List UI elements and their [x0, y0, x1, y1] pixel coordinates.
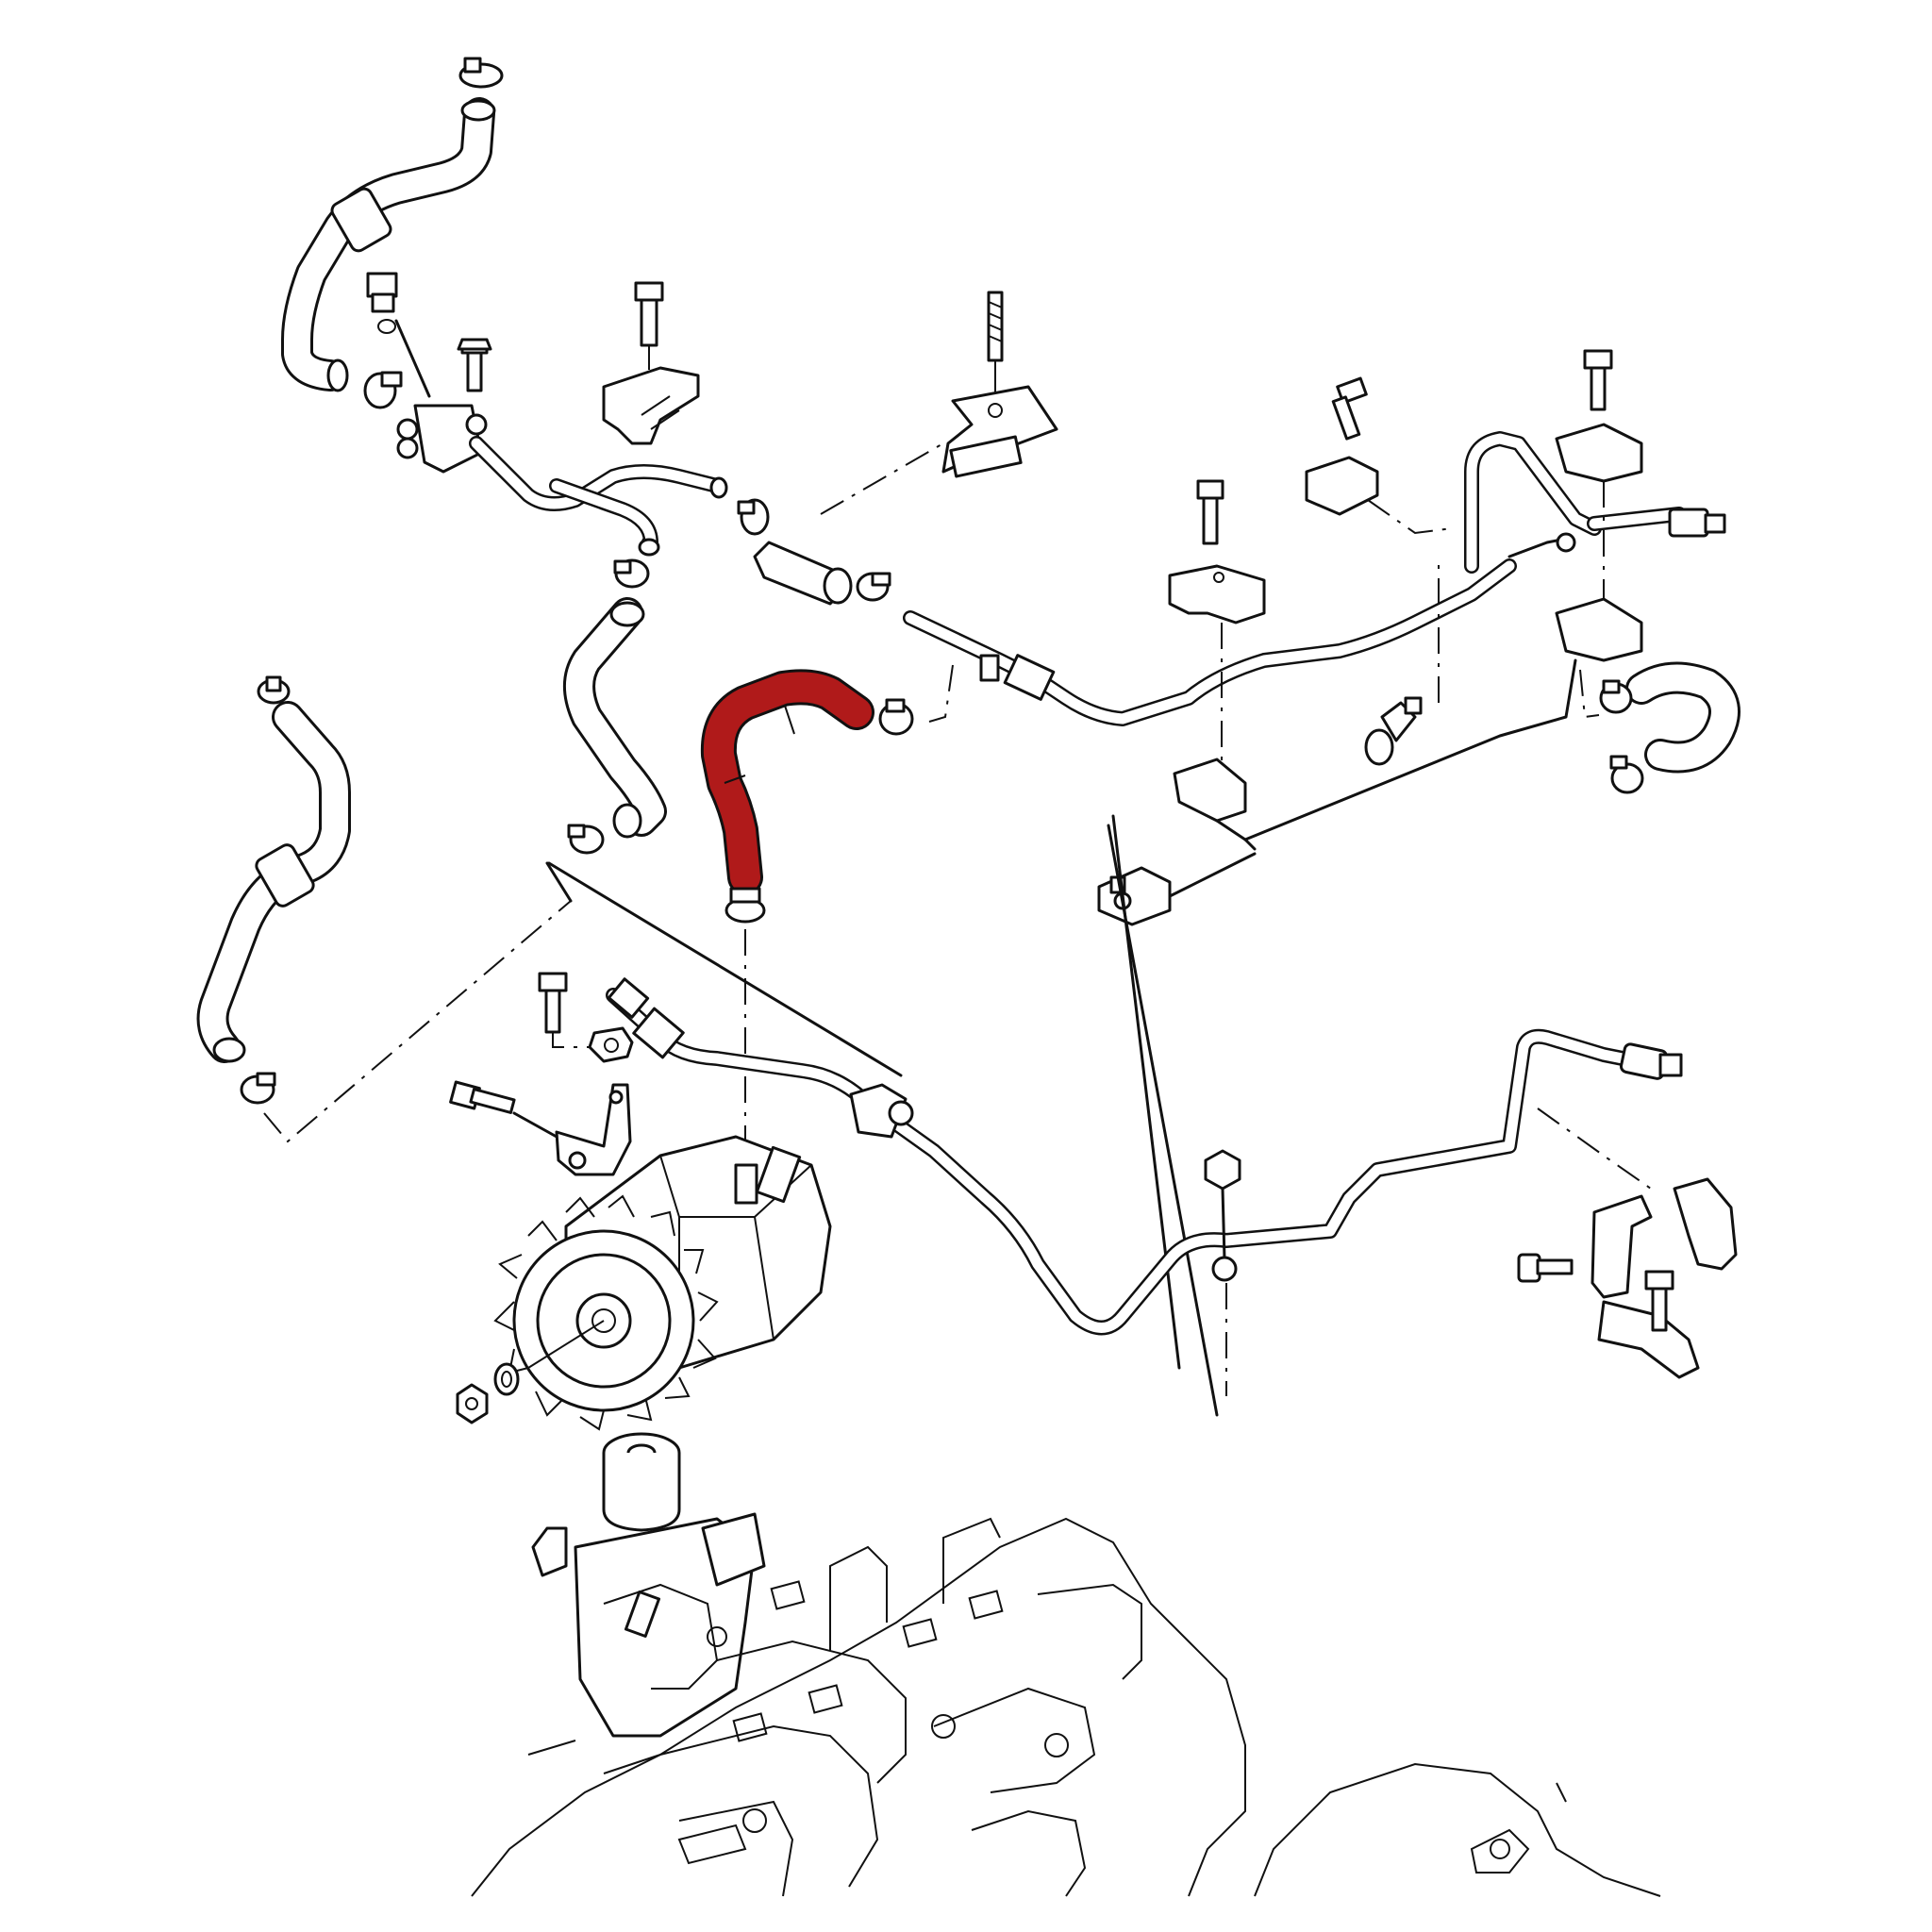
- mounting-bracket-icon: [1173, 758, 1257, 851]
- hose-clamp-icon: [257, 675, 291, 705]
- bolt-icon: [449, 1080, 516, 1114]
- bolt-icon: [1644, 1270, 1674, 1332]
- nut-icon: [456, 1383, 489, 1424]
- leader-line: [1579, 669, 1600, 719]
- mounting-bracket-icon: [588, 1026, 634, 1063]
- hose-clamp-icon: [240, 1072, 276, 1105]
- engine-block: [471, 1517, 1661, 1897]
- leader-line: [263, 900, 572, 1143]
- u-hose-right: [1625, 661, 1740, 774]
- left-coolant-hose: [196, 701, 351, 1063]
- mounting-bracket-icon: [555, 1083, 632, 1176]
- leader-line: [1107, 824, 1219, 1417]
- hose-clamp-icon: [1609, 755, 1644, 794]
- upper-coolant-hose: [281, 97, 496, 392]
- hose-clamp-icon: [1599, 679, 1633, 714]
- mounting-bracket-icon: [602, 366, 700, 445]
- hose-clamp-icon: [363, 371, 403, 409]
- fitting-icon: [366, 272, 431, 398]
- hose-clamp-icon: [613, 558, 650, 589]
- coolant-pipe-angled: [1464, 431, 1726, 574]
- pump-sprocket-teeth: [493, 1194, 719, 1431]
- hose-clamp-icon: [856, 572, 891, 602]
- mounting-bracket-icon: [1555, 423, 1643, 483]
- washer-icon: [493, 1362, 520, 1396]
- coolant-temperature-sensor-icon: [1364, 696, 1423, 766]
- hose-clamp-icon: [567, 824, 605, 855]
- leader-line: [527, 1320, 605, 1369]
- nut-icon: [1204, 1149, 1241, 1282]
- bolt-icon: [1196, 479, 1224, 545]
- highlighted-coolant-hose: [700, 669, 874, 895]
- coolant-pipe-lower: [606, 977, 1683, 1336]
- mounting-bracket-icon: [1305, 456, 1379, 516]
- coolant-junction-icon: [396, 404, 488, 474]
- mounting-bracket-icon: [1168, 564, 1266, 625]
- leader-line: [928, 664, 954, 723]
- bolt-icon: [1583, 349, 1613, 411]
- mounting-bracket-icon: [1591, 1177, 1738, 1379]
- stud-icon: [987, 291, 1004, 396]
- high-pressure-fuel-pump: [512, 1135, 832, 1412]
- straight-hose-icon: [753, 541, 853, 606]
- leader-line: [1367, 499, 1454, 535]
- hose-clamp-icon: [878, 698, 914, 736]
- leader-line: [552, 1032, 604, 1048]
- mounting-bracket-icon: [941, 385, 1058, 478]
- bolt-icon: [634, 281, 664, 370]
- bolt-icon: [1517, 1253, 1574, 1283]
- bolt-icon: [1331, 376, 1368, 441]
- leader-line: [512, 1111, 558, 1139]
- mounting-bracket-icon: [1555, 597, 1643, 662]
- hose-clamp-icon: [458, 57, 504, 89]
- leader-line: [545, 861, 573, 903]
- bracket-rail: [1097, 658, 1577, 926]
- bolt-icon: [538, 972, 568, 1034]
- leader-line: [547, 861, 903, 1077]
- hose-clamp-icon: [724, 887, 766, 924]
- leader-line: [820, 442, 944, 515]
- center-coolant-hose: [563, 597, 667, 839]
- coolant-pipe-upper: [469, 436, 728, 557]
- leader-line: [1537, 1108, 1652, 1190]
- bolt-icon: [457, 338, 492, 392]
- hose-clamp-icon: [737, 498, 770, 536]
- vacuum-pump: [531, 1432, 766, 1738]
